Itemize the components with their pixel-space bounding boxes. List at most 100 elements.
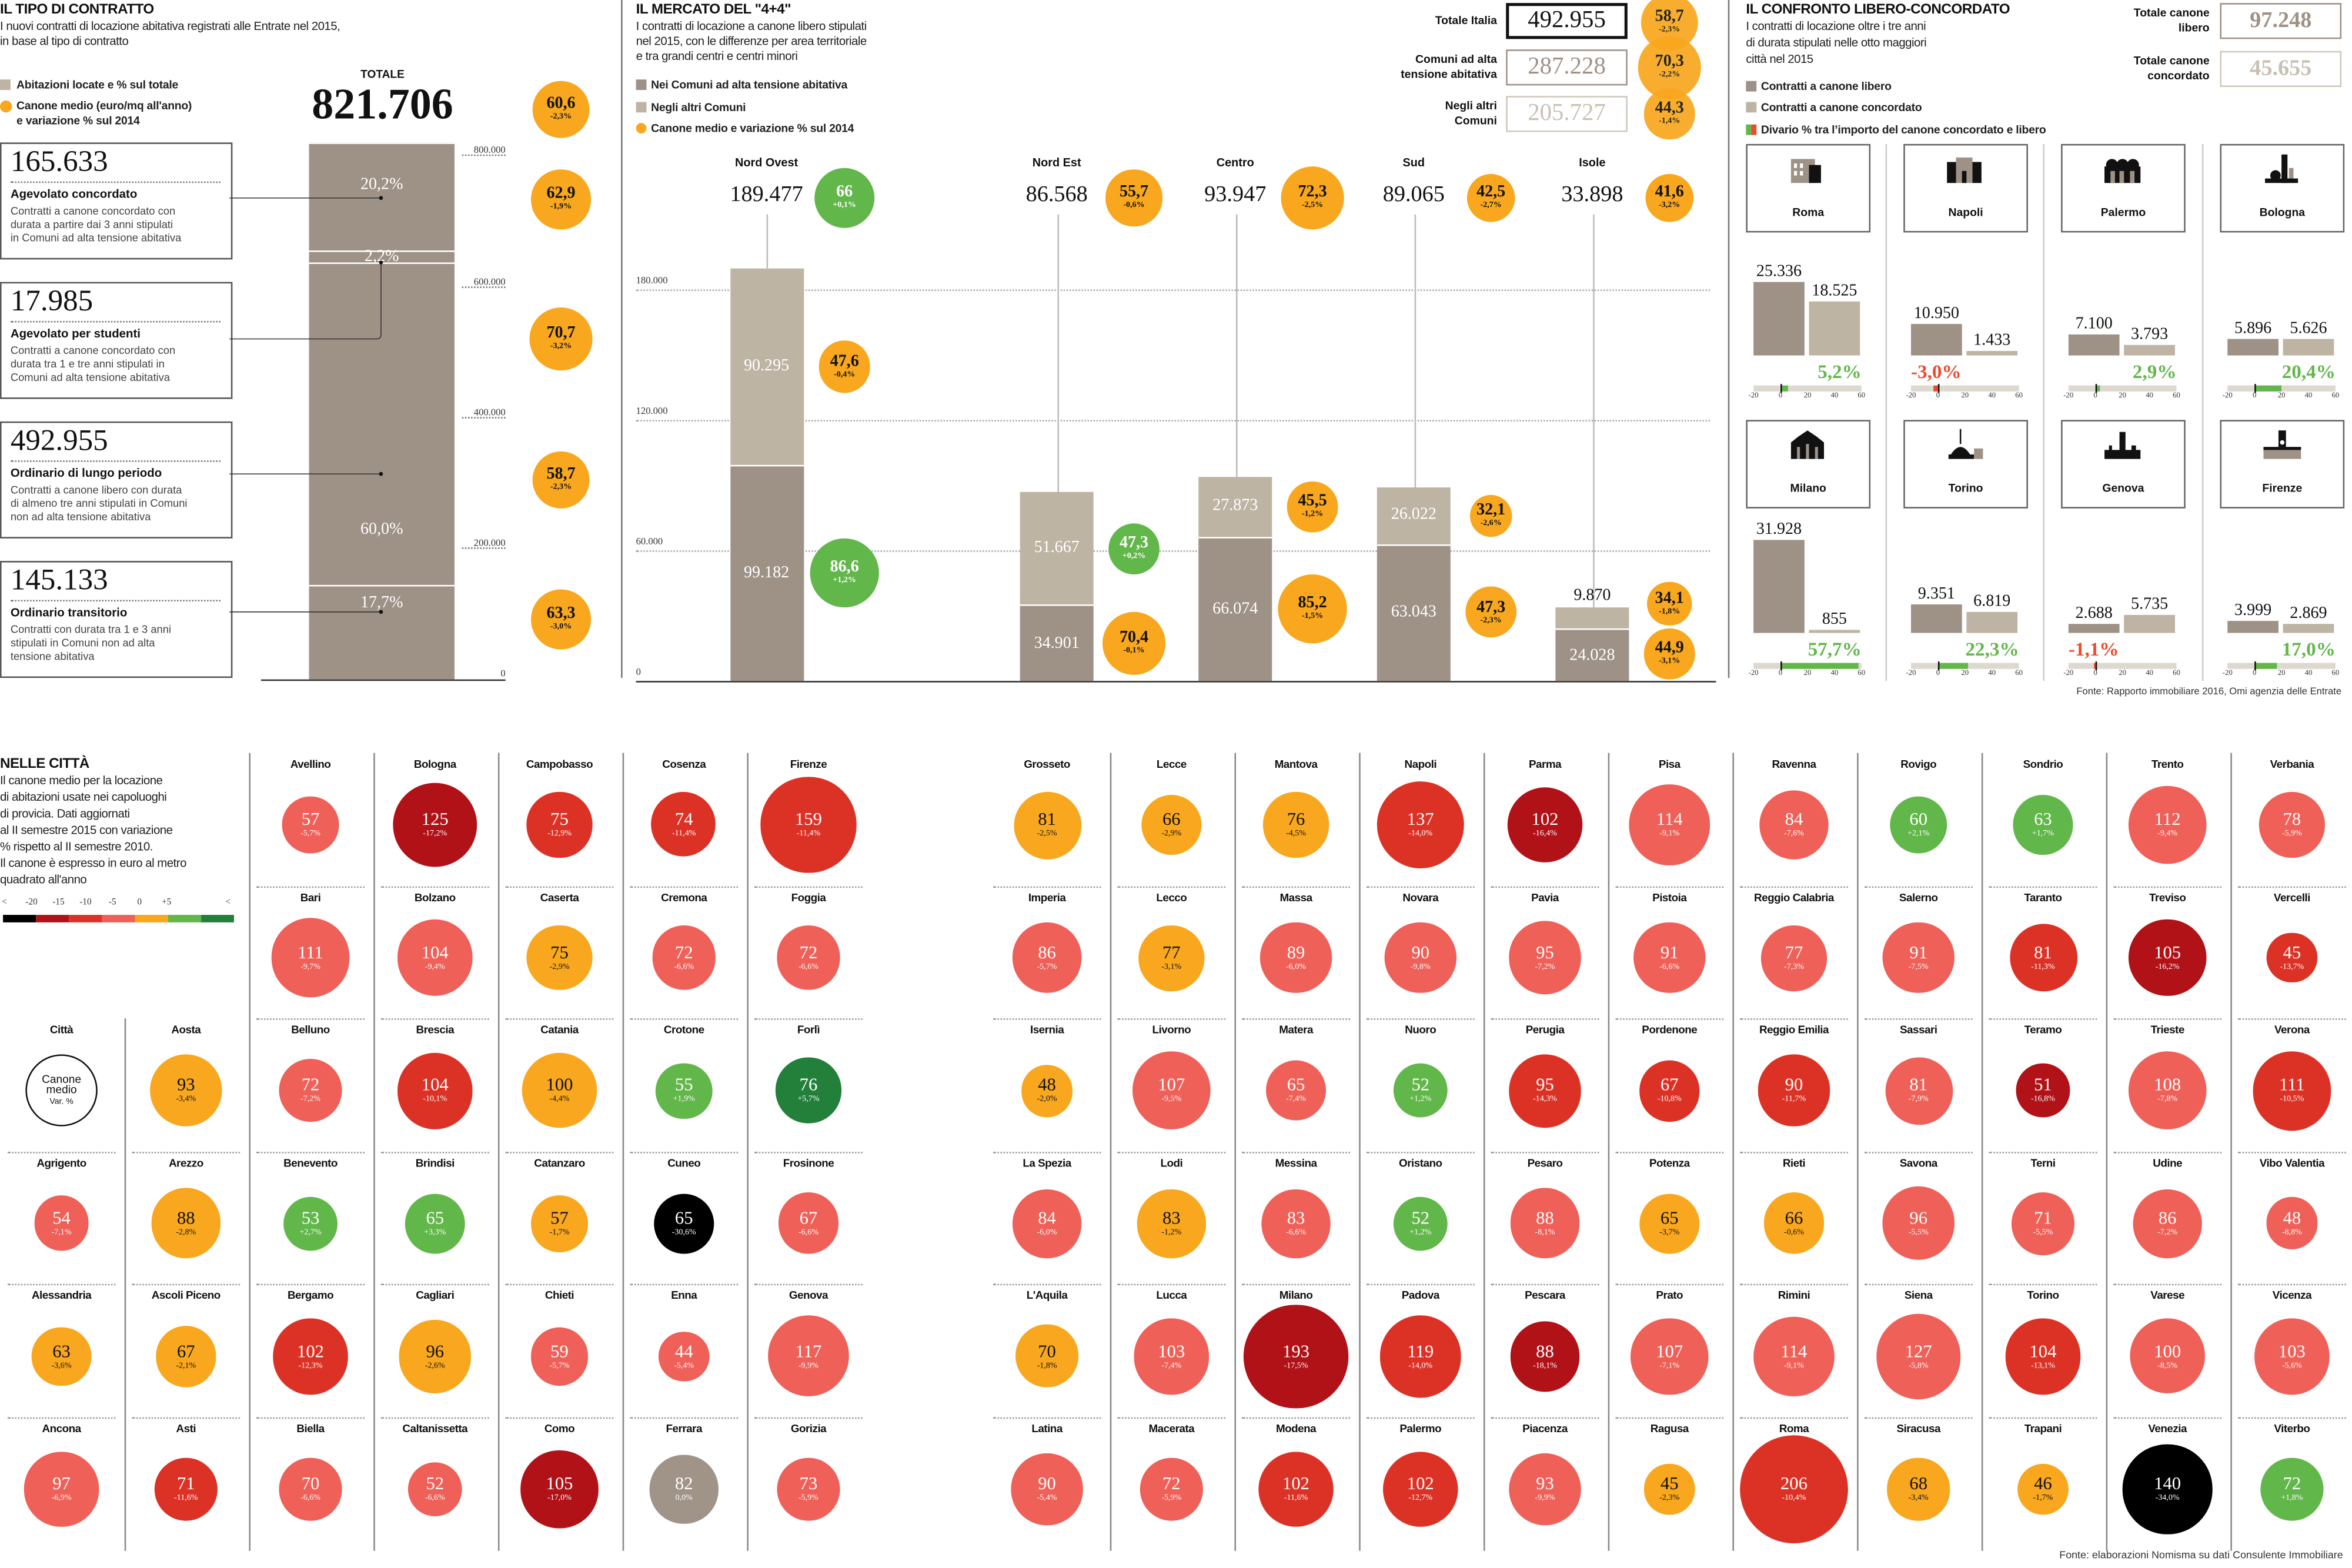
city-name: Grosseto <box>1024 757 1070 771</box>
segment-percent: 2,2% <box>364 248 399 266</box>
city-name: Milano <box>1279 1289 1313 1303</box>
cell-separator <box>505 1284 614 1286</box>
city-rent-circle-value: 52 <box>1411 1074 1430 1096</box>
region-canone-circle-variation: -3,2% <box>1659 201 1681 210</box>
city-rent-circle-variation: -7,2% <box>1535 962 1555 972</box>
cell-separator <box>630 1018 739 1021</box>
city-rent-circle-value: 60 <box>1909 808 1927 830</box>
total-label: Totale canone <box>2133 54 2210 68</box>
axis-baseline <box>636 681 1716 683</box>
divario-tick-label: -20 <box>1748 670 1759 678</box>
contract-count: 492.955 <box>10 424 108 458</box>
bar-alta-tensione <box>1377 543 1451 681</box>
city-rent-circle: 127-5,8% <box>1876 1314 1961 1399</box>
bar-libero <box>2227 338 2278 356</box>
city-rent-circle: 67-10,8% <box>1639 1059 1700 1122</box>
city-rent-circle-value: 117 <box>795 1340 822 1362</box>
city-rent-circle-variation: -2,5% <box>1037 830 1057 839</box>
city-rent-circle-value: 57 <box>301 808 320 830</box>
city-rent-circle-variation: -3,4% <box>176 1095 196 1105</box>
city-rent-circle: 81-2,5% <box>1013 791 1081 859</box>
altri-canone-circle: 34,1-1,8% <box>1647 582 1692 627</box>
city-rent-circle-variation: -11,4% <box>796 830 821 839</box>
city-card-name: Palermo <box>2100 205 2146 219</box>
bar-concordato-label: 6.819 <box>1973 593 2011 611</box>
divario-tick-label: -20 <box>2222 670 2233 678</box>
alta-canone-circle-variation: +1,2% <box>833 576 856 586</box>
divario-tick-label: 60 <box>2331 670 2340 678</box>
region-total: 89.065 <box>1382 183 1445 208</box>
city-rent-circle: 83-6,6% <box>1261 1189 1331 1258</box>
city-name: Napoli <box>1404 757 1437 771</box>
city-rent-circle-value: 90 <box>1785 1074 1803 1096</box>
city-rent-circle-value: 90 <box>1411 941 1430 963</box>
divario-tick-label: 20 <box>2119 670 2127 678</box>
city-rent-circle-value: 72 <box>1162 1473 1181 1495</box>
city-rent-circle-value: 84 <box>1038 1207 1056 1229</box>
legend-canone-swatch <box>636 123 647 134</box>
city-rent-circle-value: 78 <box>2283 808 2301 830</box>
city-rent-circle-value: 67 <box>1660 1074 1679 1096</box>
city-name: Vibo Valentia <box>2259 1156 2325 1170</box>
bar-concordato-label: 2.869 <box>2290 604 2327 623</box>
cell-separator <box>1366 1417 1475 1419</box>
divario-tick-label: 40 <box>1988 670 1996 678</box>
bar-concordato-label: 5.626 <box>2290 319 2327 338</box>
cell-separator <box>1864 1417 1973 1419</box>
city-name: Bergamo <box>287 1289 334 1303</box>
divario-tick-label: 0 <box>1936 670 1940 678</box>
city-rent-circle-variation: -11,6% <box>174 1494 198 1503</box>
alta-canone-circle-variation: -3,1% <box>1659 657 1681 667</box>
city-name: Trieste <box>2150 1023 2185 1037</box>
lanterna-icon <box>2100 429 2145 462</box>
axis-tick-label: 600.000 <box>473 276 506 287</box>
city-rent-circle: 112-9,4% <box>2127 785 2207 865</box>
contratto-subtitle: in base al tipo di contratto <box>0 34 129 48</box>
city-name: Roma <box>1779 1422 1809 1436</box>
city-rent-circle-variation: -10,5% <box>2280 1095 2304 1105</box>
city-rent-circle-value: 72 <box>674 941 693 963</box>
city-name: Verbania <box>2270 757 2314 771</box>
city-rent-circle-variation: -12,7% <box>1408 1494 1433 1503</box>
cell-separator <box>1615 1018 1724 1021</box>
contract-type-description: durata tra 1 e tre anni stipulati in <box>10 357 165 371</box>
city-rent-circle: 107-7,1% <box>1631 1318 1709 1396</box>
city-name: Pordenone <box>1642 1023 1698 1037</box>
city-rent-circle-variation: -9,1% <box>1659 830 1680 839</box>
city-rent-circle-variation: -1,8% <box>1037 1361 1057 1370</box>
city-name: Messina <box>1275 1156 1317 1170</box>
bar-libero-label: 10.950 <box>1913 304 1959 322</box>
city-rent-circle-value: 206 <box>1780 1473 1808 1495</box>
scale-label: 0 <box>137 898 142 908</box>
column-divider <box>248 753 250 1551</box>
bar-altri-label: 90.295 <box>743 356 790 375</box>
city-rent-circle: 72-5,9% <box>1140 1457 1204 1522</box>
city-rent-circle-variation: -11,4% <box>672 830 696 839</box>
color-scale-swatch <box>36 915 69 922</box>
palazzo-vecchio-icon <box>2259 429 2304 462</box>
column-divider <box>2201 143 2204 681</box>
city-rent-circle-value: 51 <box>2034 1074 2052 1096</box>
divario-tick-label: 0 <box>1778 670 1783 678</box>
bar-alta-label: 99.182 <box>743 564 790 582</box>
city-name: Rieti <box>1782 1156 1806 1170</box>
cell-separator <box>2238 1151 2346 1154</box>
city-rent-circle: 55+1,9% <box>656 1062 712 1119</box>
city-name: Rimini <box>1778 1289 1810 1303</box>
altri-canone-circle-variation: +0,2% <box>1122 552 1146 561</box>
city-rent-circle-variation: -9,1% <box>1783 1361 1804 1370</box>
mercato-subtitle: I contratti di locazione a canone libero… <box>636 19 867 34</box>
city-name: Chieti <box>544 1289 574 1303</box>
total-box: 287.228 <box>1506 49 1628 86</box>
card-divider <box>10 600 220 601</box>
divario-scale-fill <box>2254 662 2278 668</box>
altri-canone-circle: 47,6-0,4% <box>818 341 871 393</box>
city-name: Genova <box>789 1289 828 1303</box>
alta-canone-circle-value: 44,9 <box>1655 639 1684 658</box>
alta-canone-circle: 85,2-1,5% <box>1278 574 1347 644</box>
region-canone-circle-variation: -2,5% <box>1301 201 1324 210</box>
city-rent-circle-variation: -6,9% <box>51 1494 72 1503</box>
city-rent-circle-variation: -2,1% <box>176 1361 196 1370</box>
city-rent-circle: 65-7,4% <box>1265 1060 1327 1121</box>
